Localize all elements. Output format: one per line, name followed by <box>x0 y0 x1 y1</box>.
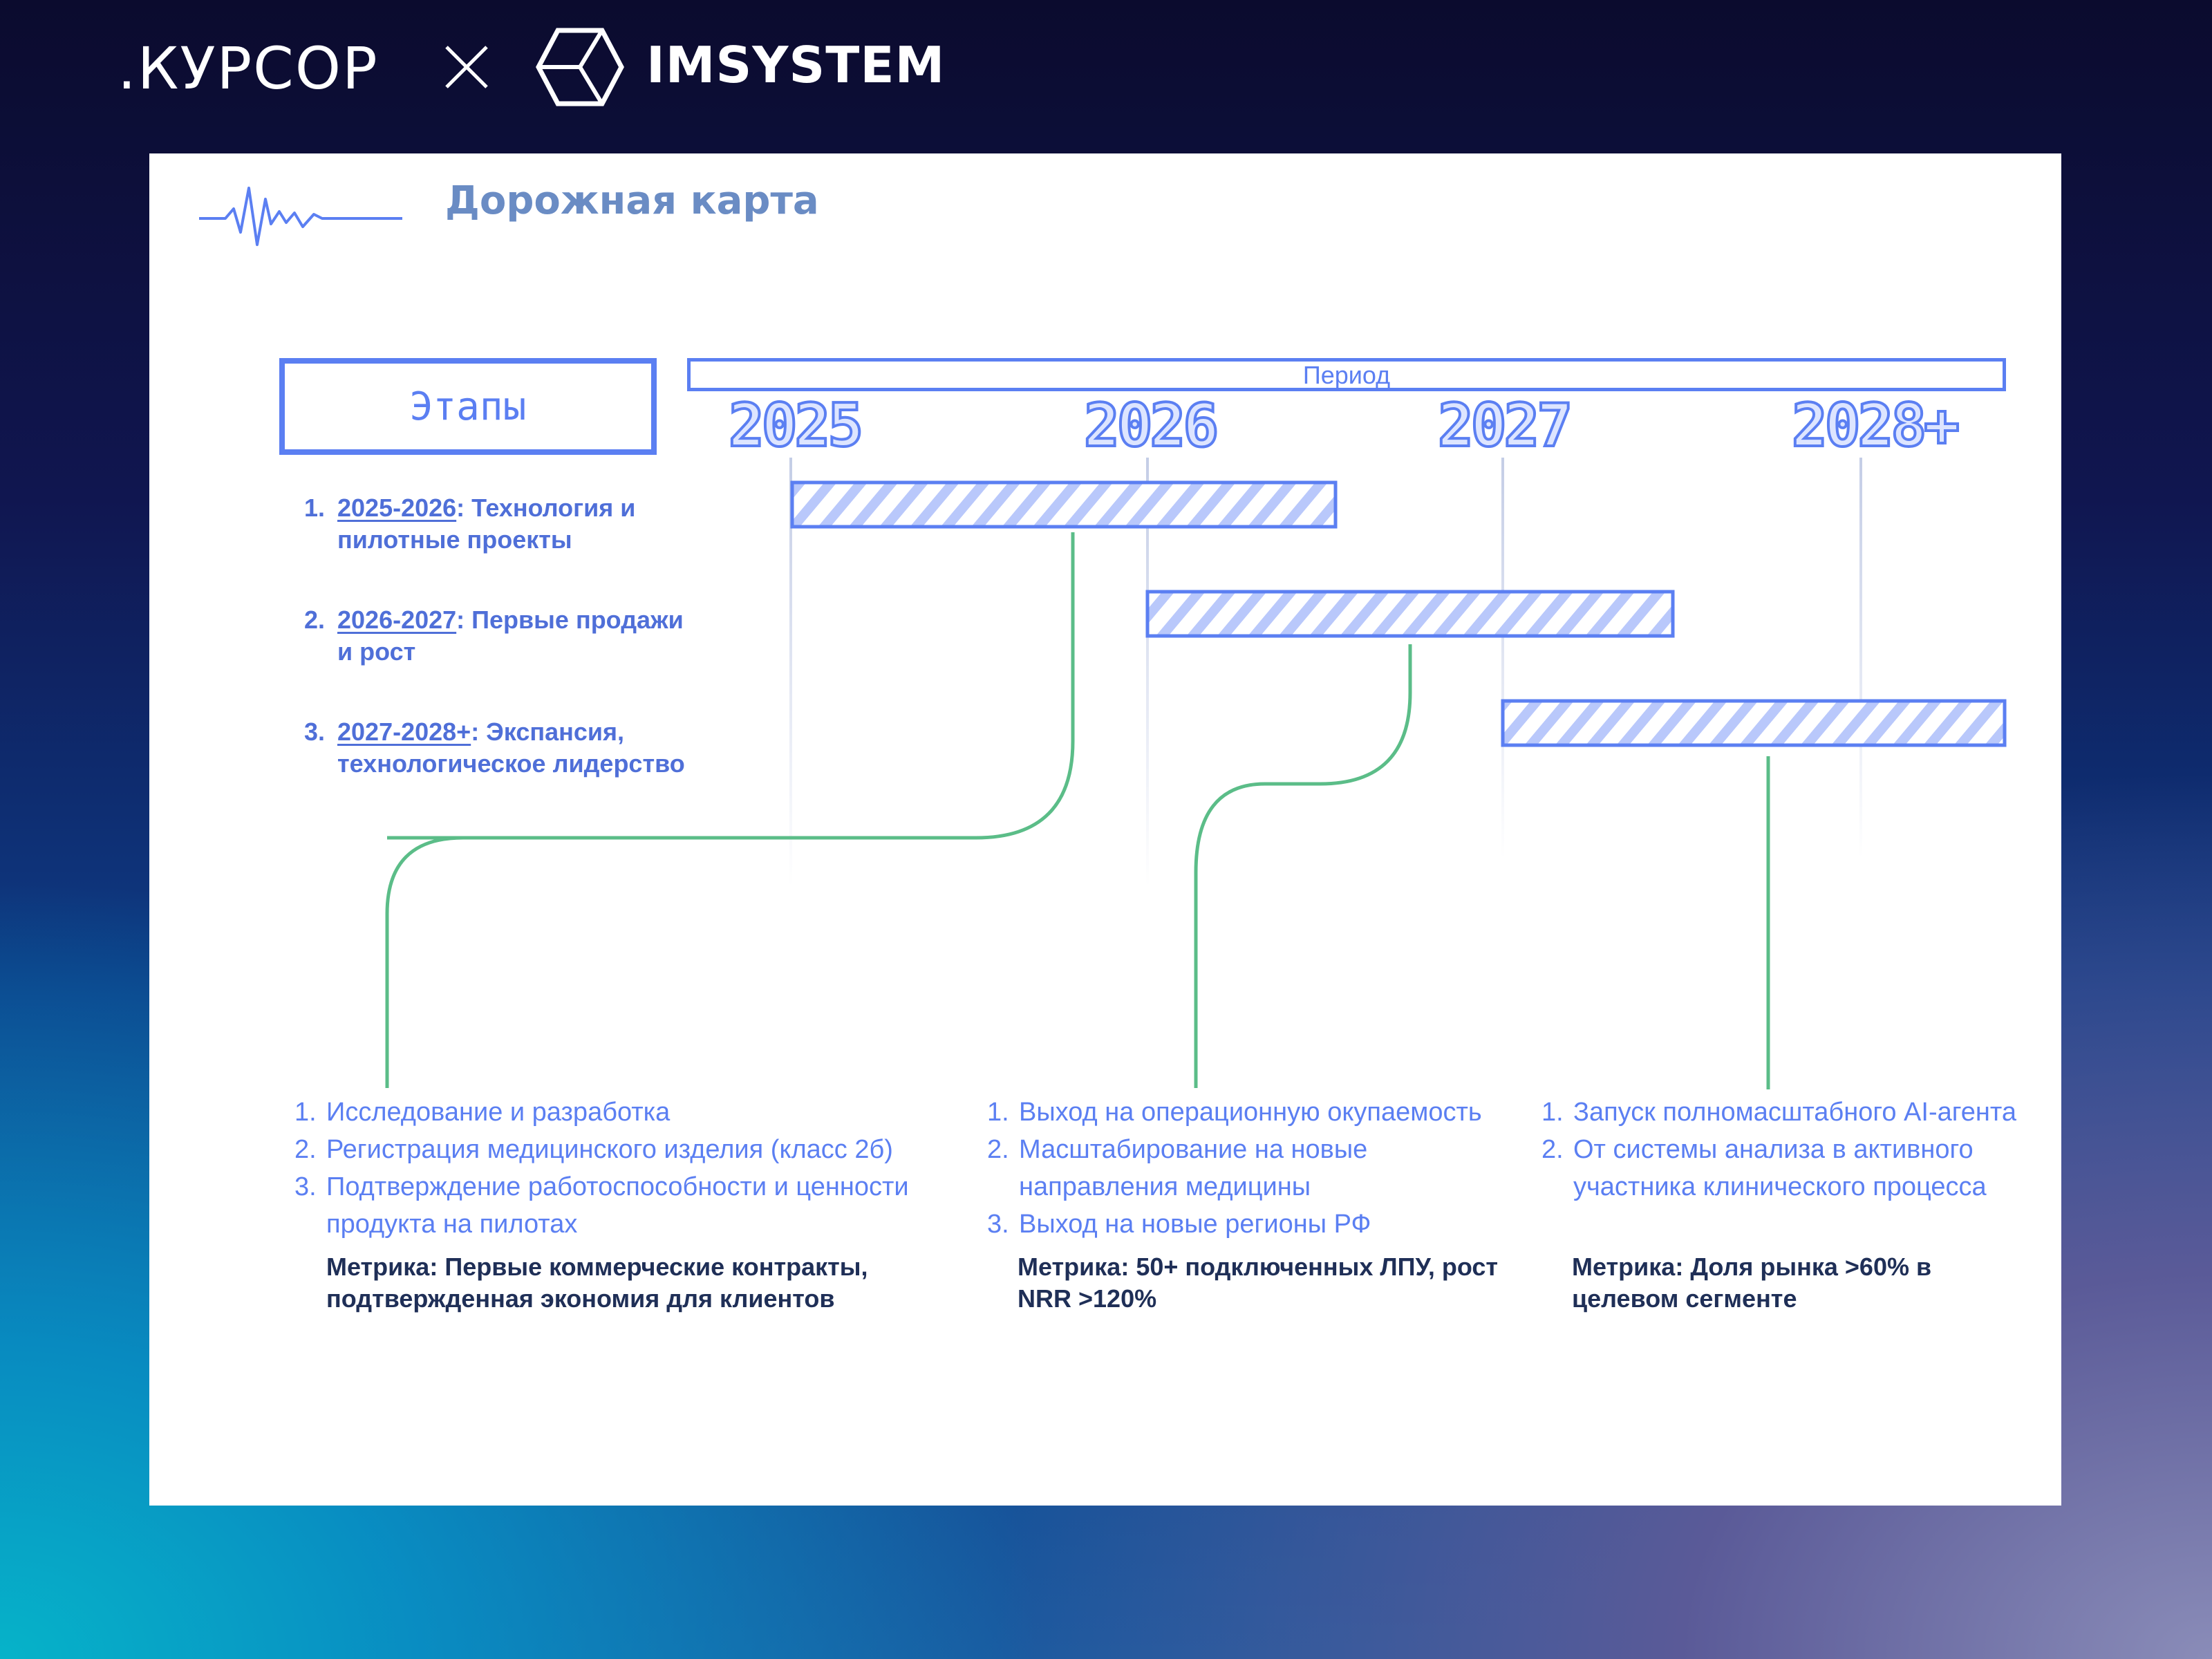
stages-header-box: Этапы <box>279 358 657 455</box>
list-item: 1.Запуск полномасштабного AI-агента <box>1541 1098 2016 1127</box>
year-label-2028: 2028+ <box>1790 390 1961 462</box>
roadmap-card: Дорожная карта Этапы Период 2025 <box>149 153 2061 1506</box>
phase-3-metric: Метрика: Доля рынка >60% в целевом сегме… <box>1572 1253 1932 1313</box>
year-label-2025: 2025 <box>727 390 865 462</box>
phase-bar-1 <box>790 480 1338 529</box>
imsystem-logo: IMSYSTEM <box>646 36 946 94</box>
stage-label: : Первые продажи и рост <box>337 606 684 666</box>
year-guide-2026 <box>1146 458 1149 886</box>
heartbeat-line-icon <box>199 187 402 246</box>
stage-item-1: 1. 2025-2026: Технология и пилотные прое… <box>304 492 691 556</box>
page-title: Дорожная карта <box>445 178 819 223</box>
year-guide-2028 <box>1859 458 1862 859</box>
stage-number: 2. <box>304 606 326 634</box>
stage-item-3: 3. 2027-2028+: Экспансия, технологическо… <box>304 716 705 780</box>
phase-3-list: 1.Запуск полномасштабного AI-агента 2.От… <box>1541 1094 2053 1206</box>
hexagon-logo-icon <box>536 28 624 106</box>
phase-1-metric: Метрика: Первые коммерческие контракты, … <box>326 1253 868 1313</box>
cross-icon <box>445 46 488 88</box>
stage-label: : Технология и пилотные проекты <box>337 494 636 554</box>
stage-item-2: 2. 2026-2027: Первые продажи и рост <box>304 604 691 668</box>
year-guide-lines <box>789 458 1862 886</box>
stage-years: 2027-2028+ <box>337 718 471 746</box>
list-item: 2.Регистрация медицинского изделия (клас… <box>294 1135 893 1164</box>
period-header-box: Период <box>687 358 2006 391</box>
timeline-graphics <box>385 458 2007 1089</box>
connector-phase-2 <box>1194 644 1412 1088</box>
phase-1-list: 1.Исследование и разработка 2.Регистраци… <box>294 1094 958 1243</box>
kursor-logo: .КУРСОР <box>118 35 379 102</box>
stage-number: 1. <box>304 494 326 522</box>
year-label-2026: 2026 <box>1082 390 1220 462</box>
year-guide-2027 <box>1501 458 1504 859</box>
year-label-2027: 2027 <box>1436 390 1574 462</box>
phase-2-metric: Метрика: 50+ подключенных ЛПУ, рост NRR … <box>1018 1253 1499 1313</box>
list-item: 2.От системы анализа в активного участни… <box>1541 1135 1987 1201</box>
list-item: 1.Выход на операционную окупаемость <box>987 1098 1482 1127</box>
list-item: 2.Масштабирование на новые направления м… <box>987 1135 1368 1201</box>
phase-bar-3 <box>1501 699 2007 747</box>
year-guide-2025 <box>789 458 792 886</box>
list-item: 3.Подтверждение работоспособности и ценн… <box>294 1172 909 1239</box>
connector-phase-1 <box>385 532 1075 840</box>
stage-years: 2025-2026 <box>337 494 457 522</box>
phase-bar-2 <box>1145 590 1675 638</box>
stage-years: 2026-2027 <box>337 606 457 634</box>
list-item: 3.Выход на новые регионы РФ <box>987 1210 1371 1239</box>
phase-2-list: 1.Выход на операционную окупаемость 2.Ма… <box>987 1094 1512 1243</box>
list-item: 1.Исследование и разработка <box>294 1098 671 1127</box>
stage-number: 3. <box>304 718 326 746</box>
stage-label: : Экспансия, технологическое лидерство <box>337 718 685 778</box>
connector-phase-1-curve <box>385 836 976 1088</box>
